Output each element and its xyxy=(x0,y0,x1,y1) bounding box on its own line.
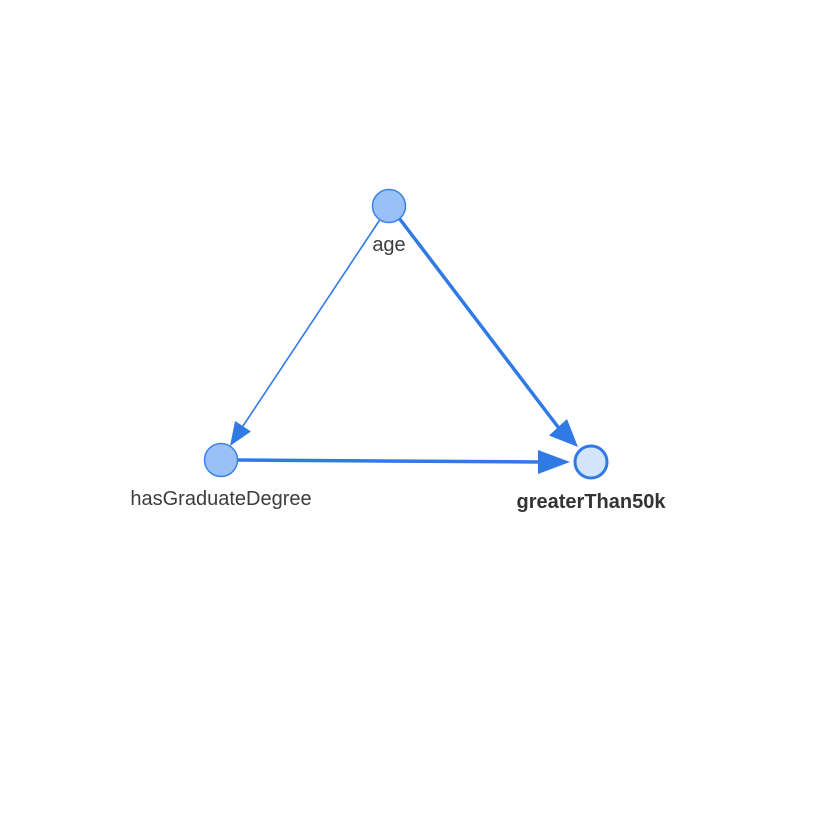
node-greaterThan50k-label: greaterThan50k xyxy=(517,491,667,513)
node-age-circle[interactable] xyxy=(371,188,407,224)
node-greaterThan50k-circle[interactable] xyxy=(573,444,609,480)
node-hasGraduateDegree-label: hasGraduateDegree xyxy=(130,488,311,510)
arrowhead-age-to-greaterThan50k xyxy=(549,419,578,447)
edge-age-to-hasGraduateDegree[interactable] xyxy=(242,220,380,427)
edge-age-to-greaterThan50k[interactable] xyxy=(397,216,560,429)
node-hasGraduateDegree[interactable]: hasGraduateDegree xyxy=(130,442,312,511)
node-greaterThan50k[interactable]: greaterThan50k xyxy=(517,444,667,513)
edge-hasGraduateDegree-to-greaterThan50k[interactable] xyxy=(236,458,542,464)
node-age-label: age xyxy=(372,234,405,256)
arrowhead-hasGraduateDegree-to-greaterThan50k xyxy=(538,450,570,474)
node-age[interactable]: age xyxy=(371,188,407,257)
arrowhead-age-to-hasGraduateDegree xyxy=(230,421,251,446)
edges-layer xyxy=(230,216,578,474)
nodes-layer: age hasGraduateDegree greaterThan50k xyxy=(130,188,667,513)
node-hasGraduateDegree-circle[interactable] xyxy=(203,442,239,478)
